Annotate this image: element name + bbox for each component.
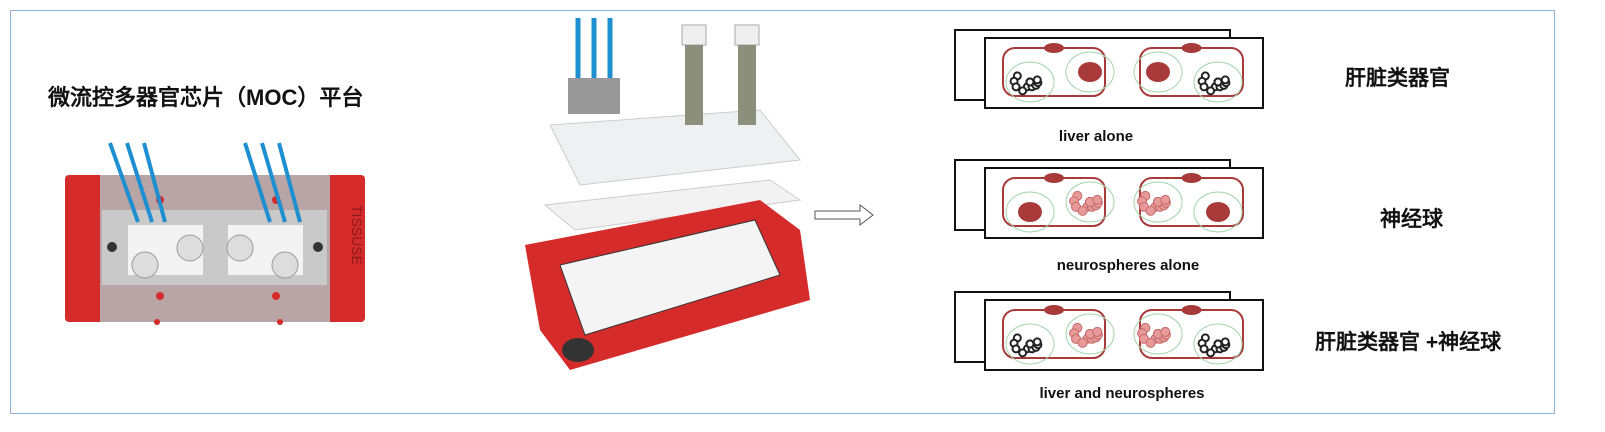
figure-title: 微流控多器官芯片（MOC）平台 bbox=[48, 85, 364, 110]
neurosphere-cluster bbox=[1137, 322, 1171, 348]
moc-device-top-view: TISSUSE bbox=[65, 142, 365, 325]
caption-neurospheres-alone: neurospheres alone bbox=[1056, 257, 1200, 274]
caption-liver-alone: liver alone bbox=[1058, 128, 1134, 145]
neurosphere-cluster bbox=[1137, 190, 1171, 216]
chamber-blob bbox=[1206, 202, 1230, 222]
liver-organoid-cluster bbox=[1197, 71, 1231, 96]
label-neurospheres: 神经球 bbox=[1380, 208, 1443, 231]
neurosphere-cluster bbox=[1069, 190, 1103, 216]
chip-panel bbox=[954, 159, 1264, 239]
chip-panel bbox=[954, 29, 1264, 109]
figure-frame bbox=[10, 10, 1555, 414]
neurosphere-cluster bbox=[1069, 322, 1103, 348]
arrow-icon bbox=[814, 203, 874, 227]
chamber-blob bbox=[1146, 62, 1170, 82]
liver-organoid-cluster bbox=[1009, 333, 1043, 358]
label-liver-organoid: 肝脏类器官 bbox=[1345, 67, 1450, 90]
label-liver-and-neurospheres: 肝脏类器官 +神经球 bbox=[1315, 331, 1502, 354]
caption-liver-and-neurospheres: liver and neurospheres bbox=[1039, 385, 1205, 402]
chamber-blob bbox=[1018, 202, 1042, 222]
chamber-blob bbox=[1078, 62, 1102, 82]
liver-organoid-cluster bbox=[1009, 71, 1043, 96]
tissuse-logo: TISSUSE bbox=[349, 205, 365, 265]
chip-panel bbox=[954, 291, 1264, 371]
moc-device-exploded-view bbox=[525, 18, 810, 370]
liver-organoid-cluster bbox=[1197, 333, 1231, 358]
